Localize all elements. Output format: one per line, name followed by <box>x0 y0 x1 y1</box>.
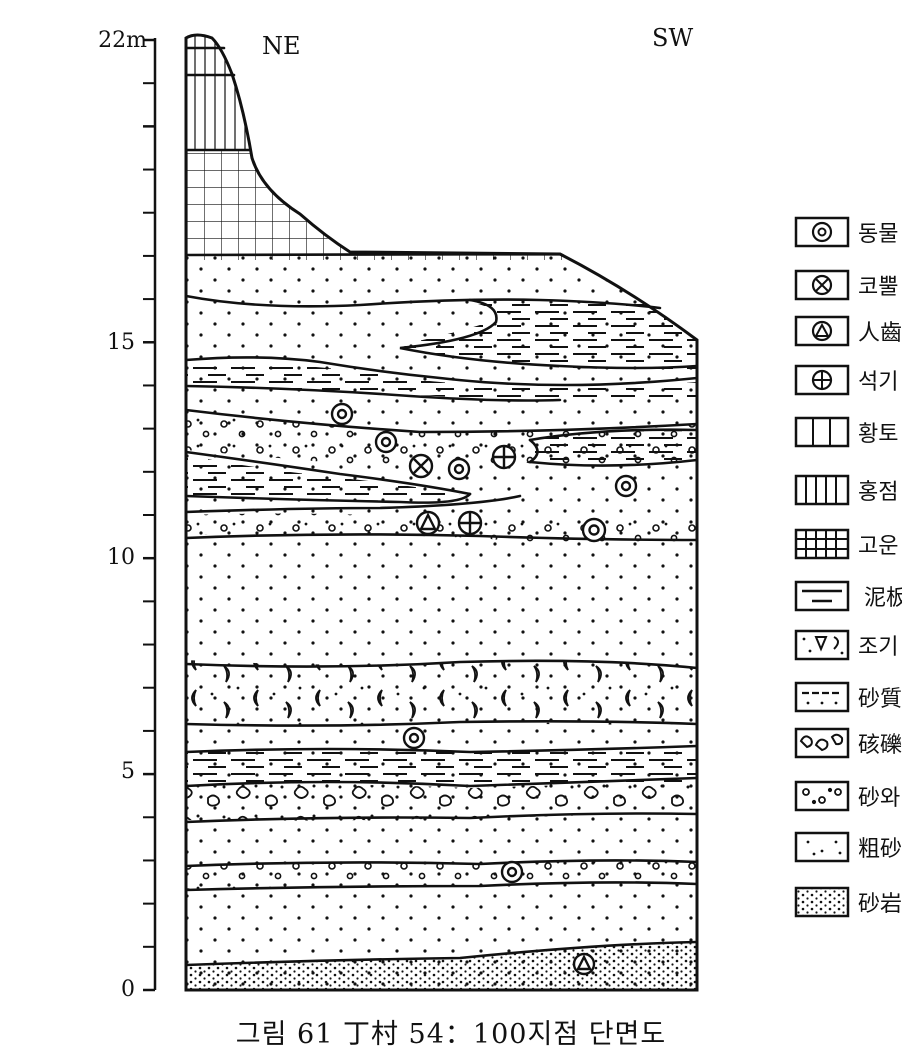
bone-circle-icon <box>374 430 398 454</box>
bone-circle-icon <box>402 726 426 750</box>
figure-caption: 그림 61 丁村 54：100지점 단면도 <box>235 1019 667 1050</box>
axis-label-22m: 22m <box>98 28 147 53</box>
axis-label-15: 15 <box>107 330 135 355</box>
legend-item-shell: 조기 <box>794 629 898 661</box>
shell-dots-icon <box>802 636 844 655</box>
gravel-icon <box>799 733 844 752</box>
legend-item-coarse-sand: 粗砂 <box>794 831 902 863</box>
layer-loess-top <box>186 35 697 150</box>
legend-item-rhino: 코뿔 <box>794 269 898 301</box>
tooth-circle-icon <box>572 952 596 976</box>
legend-label: 砂와 <box>858 786 900 811</box>
sand-dash-icon <box>802 691 842 705</box>
layer-shell-band <box>186 660 697 725</box>
orientation-sw: SW <box>652 24 693 52</box>
legend-label: 동물 <box>858 222 898 247</box>
x-circle-icon <box>811 274 833 296</box>
plus-circle-icon <box>811 369 833 391</box>
legend-item-mud: 泥板 <box>794 580 902 612</box>
bone-circle-icon <box>811 221 833 243</box>
legend-item-loess: 황토 <box>794 416 898 448</box>
legend-item-sand-gravel: 砂와 <box>794 780 900 812</box>
bone-circle-icon <box>614 474 638 498</box>
legend-label: 硋礫 <box>858 733 902 758</box>
layer-mud-lens-mid <box>530 431 697 465</box>
legend-item-animal-fossil: 동물 <box>794 216 898 248</box>
legend-label: 고운 <box>858 534 898 559</box>
layer-mud-lens-upper <box>400 300 697 370</box>
legend-label: 코뿔 <box>858 275 898 300</box>
tooth-circle-icon <box>415 510 441 536</box>
legend-label: 석기 <box>858 370 898 395</box>
depth-axis: 22m 15 10 5 0 <box>98 28 157 1002</box>
layer-cross-grid <box>186 150 697 260</box>
legend-label: 조기 <box>858 635 898 660</box>
axis-label-0: 0 <box>121 977 135 1002</box>
sand-gravel-icon <box>802 787 842 805</box>
layer-mud-band-2 <box>186 455 460 501</box>
layer-cobble-band <box>186 782 697 821</box>
section-outline <box>184 33 699 992</box>
legend-label: 粗砂 <box>858 837 902 862</box>
layer-sandstone <box>186 942 697 990</box>
cross-grid-icon <box>796 530 848 558</box>
dash-lines-icon <box>802 589 842 603</box>
legend-label: 砂岩 <box>858 892 902 917</box>
tooth-circle-icon <box>811 320 833 342</box>
legend-item-sandy-mud: 砂質 <box>794 681 902 713</box>
x-circle-icon <box>408 453 434 479</box>
plus-circle-icon <box>491 444 517 470</box>
legend-label: 人齒 <box>858 321 902 346</box>
bone-circle-icon <box>500 860 524 884</box>
legend-item-human-tooth: 人齒 <box>794 315 902 347</box>
layer-mud-band-3 <box>186 750 697 786</box>
legend-item-red-spot: 홍점 <box>794 474 898 506</box>
legend-item-stone-tool: 석기 <box>794 364 898 396</box>
bone-circle-icon <box>581 517 607 543</box>
legend-label: 泥板 <box>864 586 902 611</box>
legend-label: 황토 <box>858 422 898 447</box>
legend-item-sandstone: 砂岩 <box>794 886 902 918</box>
axis-label-10: 10 <box>107 545 135 570</box>
legend-item-gravel: 硋礫 <box>794 727 902 759</box>
section-profile <box>184 33 699 992</box>
narrow-grid-icon <box>805 476 837 504</box>
legend-label: 홍점 <box>858 480 898 505</box>
bone-circle-icon <box>330 402 354 426</box>
wide-grid-icon <box>812 418 831 446</box>
axis-label-5: 5 <box>121 759 135 784</box>
legend-item-fine: 고운 <box>794 528 898 560</box>
coarse-sand-icon <box>806 840 842 856</box>
bone-circle-icon <box>447 457 471 481</box>
legend: 동물 코뿔 人齒 석기 황토 홍점 고운 <box>794 216 902 918</box>
legend-label: 砂質 <box>858 687 902 712</box>
layer-mud-band-1 <box>186 363 697 402</box>
plus-circle-icon <box>457 510 483 536</box>
orientation-ne: NE <box>262 32 301 60</box>
